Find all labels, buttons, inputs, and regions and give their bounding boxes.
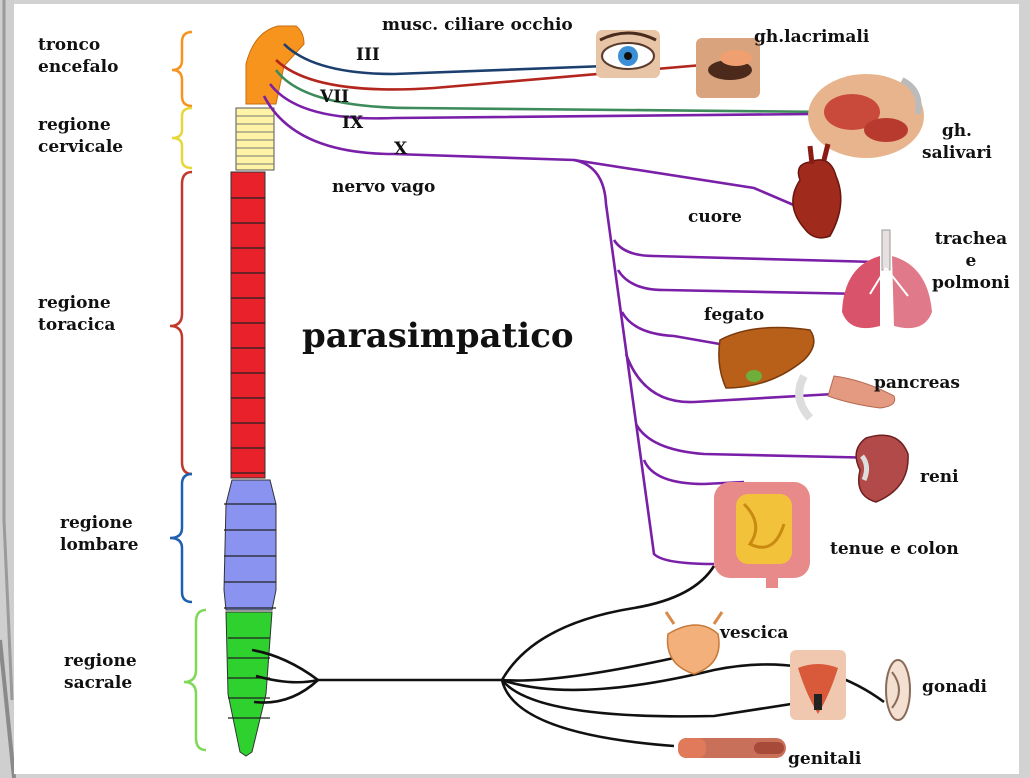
kidney-icon: [856, 435, 908, 502]
vago-polmoni-branch-1: [614, 240, 876, 262]
label-gh-salivari: gh. salivari: [922, 120, 992, 164]
label-pancreas: pancreas: [874, 372, 960, 394]
bracket-lombare: [170, 474, 192, 602]
label-cervicale-line1: regione: [38, 114, 123, 136]
vago-reni-branch: [636, 424, 882, 458]
label-toracica-line2: toracica: [38, 314, 115, 336]
parasympathetic-diagram: [14, 4, 1019, 774]
bladder-icon: [666, 612, 722, 674]
label-fegato: fegato: [704, 304, 764, 326]
thoracic-segment: [231, 172, 265, 478]
nerve-X-label: X: [394, 138, 407, 160]
intestines-icon: [714, 482, 810, 588]
label-regione-toracica: regione toracica: [38, 292, 115, 336]
nerve-VII-label: VII: [320, 86, 349, 108]
label-tronco-encefalo: tronco encefalo: [38, 34, 118, 78]
label-musc-ciliare: musc. ciliare occhio: [382, 14, 573, 36]
label-cuore: cuore: [688, 206, 742, 228]
label-tenue-colon: tenue e colon: [830, 538, 959, 560]
label-gonadi: gonadi: [922, 676, 987, 698]
label-regione-sacrale: regione sacrale: [64, 650, 137, 694]
bracket-sacrale: [184, 610, 206, 750]
label-sacrale-line2: sacrale: [64, 672, 137, 694]
diagram-board: tronco encefalo regione cervicale region…: [14, 4, 1019, 774]
bracket-tronco: [172, 32, 192, 106]
sacral-segment: [226, 612, 272, 756]
diagram-title: parasimpatico: [302, 314, 574, 358]
label-sacrale-line1: regione: [64, 650, 137, 672]
label-trachea-polmoni: trachea e polmoni: [932, 228, 1010, 294]
label-cervicale-line2: cervicale: [38, 136, 123, 158]
label-regione-cervicale: regione cervicale: [38, 114, 123, 158]
bracket-toracica: [170, 172, 192, 474]
lumbar-segment: [224, 480, 276, 610]
label-tronco-line1: tronco: [38, 34, 118, 56]
gonads-icon: [886, 660, 910, 720]
eye-icon: [596, 30, 660, 78]
label-gh-salivari-line1: gh.: [922, 120, 992, 142]
nervo-vago-label: nervo vago: [332, 176, 435, 198]
nerve-IX-label: IX: [342, 112, 363, 134]
brainstem-segment: [246, 26, 304, 104]
nerve-III-label: III: [356, 44, 380, 66]
label-reni: reni: [920, 466, 959, 488]
label-lombare-line2: lombare: [60, 534, 138, 556]
lacrimal-gland-icon: [696, 38, 760, 98]
sacral-to-genitali-2: [502, 680, 804, 716]
label-trachea-line2: e: [932, 250, 1010, 272]
label-vescica: vescica: [720, 622, 788, 644]
sacral-to-vescica: [502, 658, 674, 681]
vago-cuore-branch: [574, 160, 796, 206]
label-gh-salivari-line2: salivari: [922, 142, 992, 164]
label-regione-lombare: regione lombare: [60, 512, 138, 556]
vago-intestino-branch: [644, 460, 744, 484]
nerve-III-line: [284, 44, 606, 74]
label-tronco-line2: encefalo: [38, 56, 118, 78]
cervical-segment: [236, 108, 274, 170]
label-gh-lacrimali: gh.lacrimali: [754, 26, 869, 48]
heart-icon: [793, 144, 841, 238]
vago-polmoni-branch-2: [618, 270, 864, 294]
label-toracica-line1: regione: [38, 292, 115, 314]
bracket-cervicale: [172, 108, 192, 168]
genitals-icon: [678, 738, 786, 758]
label-trachea-line3: polmoni: [932, 272, 1010, 294]
label-lombare-line1: regione: [60, 512, 138, 534]
spinal-cord: [224, 26, 304, 756]
label-genitali: genitali: [788, 748, 861, 770]
label-trachea-line1: trachea: [932, 228, 1010, 250]
uterus-icon: [790, 650, 846, 720]
lungs-icon: [842, 230, 932, 328]
